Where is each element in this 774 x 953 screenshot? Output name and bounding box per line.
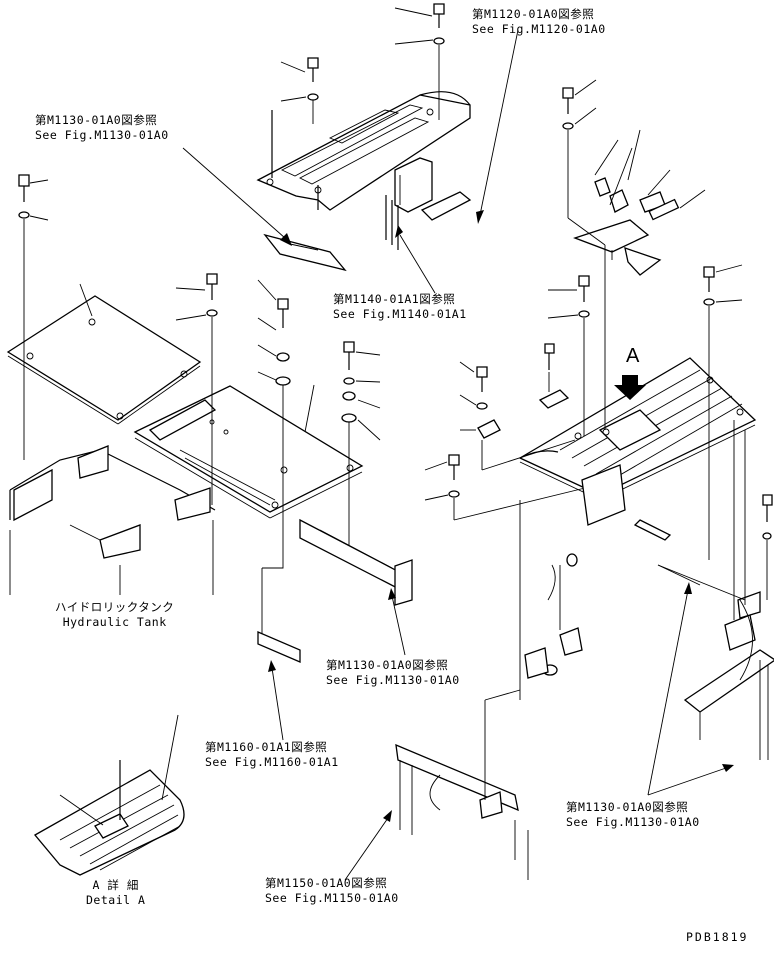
ref-m1140-label: 第M1140-01A1図参照 See Fig.M1140-01A1: [333, 292, 467, 322]
middle-cover-plate: [135, 385, 362, 518]
rail-m1130-right: [635, 420, 774, 760]
detail-a-label: A 詳 細 Detail A: [86, 878, 145, 908]
ref-m1120-en: See Fig.M1120-01A0: [472, 22, 606, 36]
drawing-code: PDB1819: [686, 930, 749, 944]
ref-m1130-mid-en: See Fig.M1130-01A0: [326, 673, 460, 687]
hydraulic-tank-jp: ハイドロリックタンク: [55, 600, 175, 614]
ref-m1140-en: See Fig.M1140-01A1: [333, 307, 467, 321]
ref-m1130-right-en: See Fig.M1130-01A0: [566, 815, 700, 829]
ref-m1130-right-jp: 第M1130-01A0図参照: [566, 800, 689, 814]
hydraulic-tank-en: Hydraulic Tank: [62, 615, 167, 629]
ref-m1130-top-jp: 第M1130-01A0図参照: [35, 113, 158, 127]
bolt-washer-group-right: [425, 80, 772, 600]
ref-m1130-mid-jp: 第M1130-01A0図参照: [326, 658, 449, 672]
ref-m1120-jp: 第M1120-01A0図参照: [472, 7, 595, 21]
view-a-marker: A: [626, 345, 640, 367]
rail-m1130-middle: [300, 520, 412, 605]
ref-m1130-right-label: 第M1130-01A0図参照 See Fig.M1130-01A0: [566, 800, 700, 830]
hinge-hardware: [520, 465, 625, 700]
ref-m1160-jp: 第M1160-01A1図参照: [205, 740, 328, 754]
detail-a-sketch: [35, 715, 184, 875]
ref-m1150-label: 第M1150-01A0図参照 See Fig.M1150-01A0: [265, 876, 399, 906]
detail-a-en: Detail A: [86, 893, 146, 907]
detail-a-jp: A 詳 細: [92, 878, 139, 892]
hydraulic-tank-frame: [10, 446, 215, 595]
bracket-m1160: [258, 505, 300, 662]
ref-m1140-jp: 第M1140-01A1図参照: [333, 292, 456, 306]
top-cover-plate: [258, 92, 470, 210]
ref-m1120-label: 第M1120-01A0図参照 See Fig.M1120-01A0: [472, 7, 606, 37]
bracket-m1120: [386, 158, 470, 250]
ref-m1130-top-en: See Fig.M1130-01A0: [35, 128, 169, 142]
ref-m1160-en: See Fig.M1160-01A1: [205, 755, 339, 769]
bracket-m1130-top: [265, 235, 345, 270]
view-a-arrow: [614, 375, 646, 400]
lock-linkage: [568, 130, 705, 430]
ref-m1150-en: See Fig.M1150-01A0: [265, 891, 399, 905]
left-cover-plate: [8, 175, 200, 460]
bolt-washer-group-middle: [176, 274, 380, 560]
ref-m1130-mid-label: 第M1130-01A0図参照 See Fig.M1130-01A0: [326, 658, 460, 688]
ref-m1150-jp: 第M1150-01A0図参照: [265, 876, 388, 890]
frame-m1150: [396, 690, 528, 880]
bolt-washer-group-top: [281, 4, 444, 124]
reference-leaders: [183, 30, 734, 880]
hydraulic-tank-label: ハイドロリックタンク Hydraulic Tank: [55, 600, 174, 630]
ref-m1160-label: 第M1160-01A1図参照 See Fig.M1160-01A1: [205, 740, 339, 770]
ref-m1130-top-label: 第M1130-01A0図参照 See Fig.M1130-01A0: [35, 113, 169, 143]
